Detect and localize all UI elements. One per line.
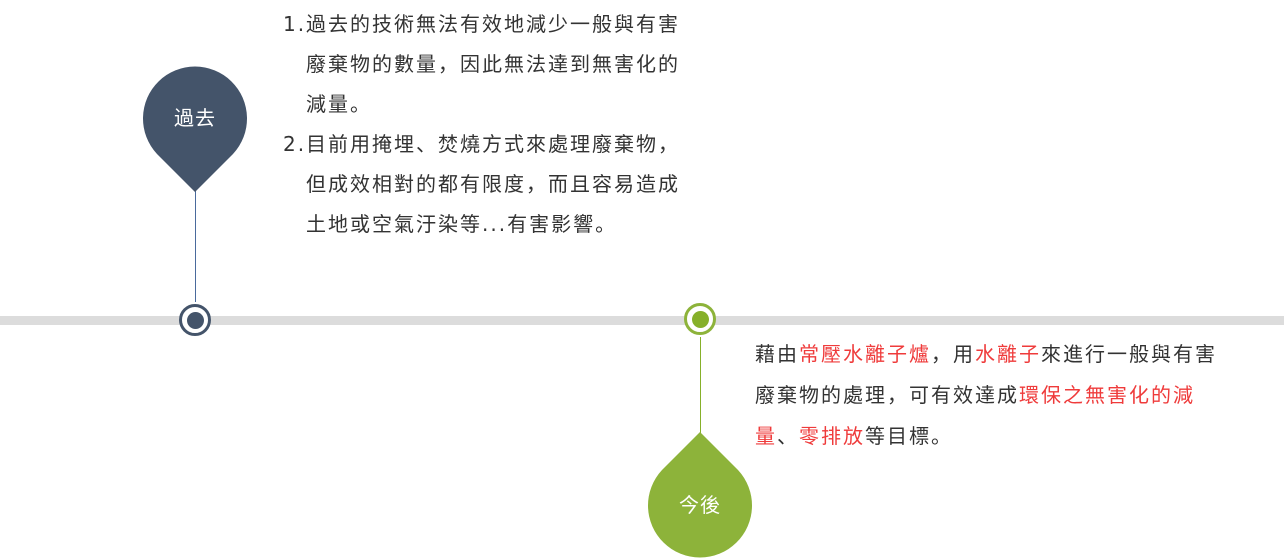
future-connector-line <box>700 337 701 442</box>
past-description-list: 1. 過去的技術無法有效地減少一般與有害廢棄物的數量，因此無法達到無害化的減量。… <box>283 4 693 244</box>
past-timeline-node <box>179 304 211 336</box>
future-description: 藉由常壓水離子爐，用水離子來進行一般與有害廢棄物的處理，可有效達成環保之無害化的… <box>755 334 1220 457</box>
past-item-number: 2. <box>283 132 307 156</box>
past-label: 過去 <box>174 106 216 130</box>
future-text-segment: 、 <box>777 424 799 448</box>
past-item-number: 1. <box>283 12 307 36</box>
future-highlight-segment: 常壓水離子爐 <box>799 342 931 366</box>
future-highlight-segment: 零排放 <box>799 424 865 448</box>
past-list-item: 2. 目前用掩埋、焚燒方式來處理廢棄物，但成效相對的都有限度，而且容易造成土地或… <box>283 124 693 244</box>
future-highlight-segment: 水離子 <box>975 342 1041 366</box>
future-text-segment: 藉由 <box>755 342 799 366</box>
future-label: 今後 <box>679 493 721 517</box>
future-timeline-node <box>684 303 716 335</box>
past-map-pin-icon <box>143 66 247 192</box>
future-text-segment: 等目標。 <box>865 424 953 448</box>
future-text-segment: 來進行一般與有害廢棄物的處理，可有效達成 <box>755 342 1217 407</box>
past-item-text: 目前用掩埋、焚燒方式來處理廢棄物，但成效相對的都有限度，而且容易造成土地或空氣汙… <box>306 132 680 236</box>
past-list-item: 1. 過去的技術無法有效地減少一般與有害廢棄物的數量，因此無法達到無害化的減量。 <box>283 4 693 124</box>
future-drop-pin-icon <box>648 432 752 558</box>
future-highlight-segment: 環保之無害化的減量 <box>755 383 1195 448</box>
past-item-text: 過去的技術無法有效地減少一般與有害廢棄物的數量，因此無法達到無害化的減量。 <box>306 12 680 116</box>
future-text-segment: ，用 <box>931 342 975 366</box>
timeline-bar <box>0 316 1284 325</box>
past-connector-line <box>195 180 196 302</box>
